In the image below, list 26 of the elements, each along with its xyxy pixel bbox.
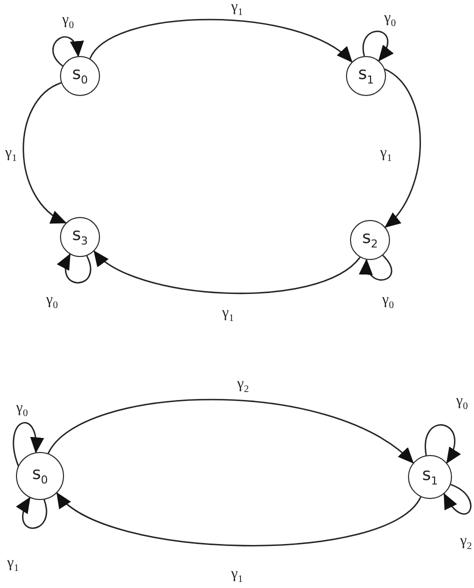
state-circle (346, 56, 386, 96)
self-loop-arrow (362, 30, 394, 62)
self-loop-arrow (16, 496, 47, 529)
self-loop-arrow (360, 254, 392, 281)
transition-arrow (56, 492, 422, 546)
state-circle (408, 455, 452, 499)
transition-arrow (89, 18, 353, 62)
self-loop-arrow (424, 424, 460, 464)
self-loop-arrow (444, 484, 472, 515)
transition-arrow (48, 398, 414, 464)
transition-arrow (384, 68, 421, 228)
state-label: s$_{2}$ (362, 230, 378, 250)
state-circle (16, 452, 64, 500)
state-circle (60, 217, 100, 257)
state-circle (350, 220, 390, 260)
self-loop-arrow (12, 422, 44, 466)
transition-arrow (22, 82, 67, 224)
state-circle (60, 56, 100, 96)
state-label: s$_{3}$ (72, 227, 88, 247)
self-loop-arrow (58, 253, 92, 284)
state-label: s$_{1}$ (358, 66, 374, 86)
transition-arrow (93, 250, 360, 294)
state-label: s$_{0}$ (72, 66, 88, 86)
state-label: s$_{0}$ (32, 466, 48, 486)
state-label: s$_{1}$ (422, 467, 438, 487)
self-loop-arrow (52, 36, 82, 66)
